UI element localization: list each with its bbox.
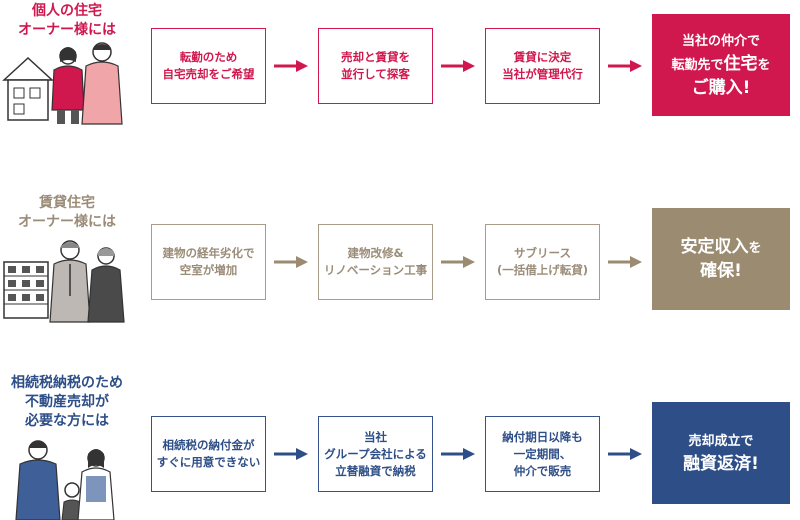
result-text-part: を <box>757 58 771 73</box>
result-text-emphasis: 確保! <box>700 261 742 281</box>
step-text: 相続税の納付金が <box>162 438 255 452</box>
row-title: 個人の住宅 オーナー様には <box>2 2 132 40</box>
step-text: 自宅売却をご希望 <box>162 67 255 81</box>
step-text: 当社が管理代行 <box>502 67 583 81</box>
step-text: (一括借上げ転貸) <box>496 263 588 277</box>
result-text-emphasis: 住宅 <box>723 54 758 74</box>
step-text: 納付期日以降も <box>502 429 583 444</box>
row-title: 賃貸住宅 オーナー様には <box>2 194 132 232</box>
arrow-right-icon <box>274 256 308 268</box>
row-title-line: 賃貸住宅 <box>39 195 95 211</box>
result-text: 売却成立で <box>688 434 754 449</box>
rental-owner-couple-illustration <box>3 240 125 323</box>
step-box: 相続税の納付金が すぐに用意できない <box>151 416 266 492</box>
result-text-emphasis: 融資返済! <box>683 454 759 474</box>
step-text: すぐに用意できない <box>156 455 261 469</box>
row-title-line: 不動産売却が <box>25 394 109 410</box>
row-title: 相続税納税のため 不動産売却が 必要な方には <box>2 374 132 431</box>
step-text: 立替融資で納税 <box>335 463 416 478</box>
result-box: 安定収入を 確保! <box>652 208 790 310</box>
step-box: 売却と賃貸を 並行して探客 <box>318 28 433 104</box>
step-text: 建物改修& <box>347 246 404 260</box>
step-text: 売却と賃貸を <box>341 50 410 64</box>
result-text: 安定収入を <box>680 236 761 260</box>
row-title-line: 相続税納税のため <box>11 375 123 391</box>
result-text: 当社の仲介で <box>681 34 760 49</box>
step-box: 建物の経年劣化で 空室が増加 <box>151 224 266 300</box>
result-text: 転勤先で住宅を <box>671 53 770 77</box>
flow-row-rental-owner: 賃貸住宅 オーナー様には 建物の経年劣化で 空室が増加 建物改修& リノベーショ… <box>0 180 800 340</box>
step-box: 建物改修& リノベーション工事 <box>318 224 433 300</box>
arrow-right-icon <box>608 256 642 268</box>
result-text-emphasis: ご購入! <box>691 78 751 98</box>
row-title-line: 必要な方には <box>25 413 109 429</box>
step-text: 建物の経年劣化で <box>162 246 255 260</box>
arrow-right-icon <box>441 448 475 460</box>
step-text: 空室が増加 <box>179 263 238 277</box>
arrow-right-icon <box>441 256 475 268</box>
step-box: 納付期日以降も 一定期間、 仲介で販売 <box>485 416 600 492</box>
result-box: 売却成立で 融資返済! <box>652 402 790 504</box>
step-text: 仲介で販売 <box>513 463 572 478</box>
flow-row-inheritance: 相続税納税のため 不動産売却が 必要な方には 相続税の納付金が すぐに用意できな… <box>0 360 800 520</box>
step-box: サブリース (一括借上げ転貸) <box>485 224 600 300</box>
result-text-part: 転勤先で <box>671 58 724 73</box>
row-title-line: オーナー様には <box>18 214 116 230</box>
row-title-line: オーナー様には <box>18 22 116 38</box>
step-text: グループ会社による <box>324 446 427 461</box>
family-illustration <box>15 440 115 520</box>
step-text: 賃貸に決定 <box>513 50 572 64</box>
arrow-right-icon <box>274 60 308 72</box>
step-text: 一定期間、 <box>513 446 572 461</box>
row-title-line: 個人の住宅 <box>32 3 102 19</box>
step-text: サブリース <box>514 246 571 260</box>
step-box: 賃貸に決定 当社が管理代行 <box>485 28 600 104</box>
step-box: 転勤のため 自宅売却をご希望 <box>151 28 266 104</box>
arrow-right-icon <box>274 448 308 460</box>
step-text: 当社 <box>364 429 387 444</box>
arrow-right-icon <box>608 60 642 72</box>
step-text: リノベーション工事 <box>323 263 428 277</box>
result-text-part: を <box>748 241 762 256</box>
step-text: 並行して探客 <box>341 67 410 81</box>
arrow-right-icon <box>441 60 475 72</box>
flow-row-homeowner: 個人の住宅 オーナー様には 転勤のため 自宅売却をご希望 売却と賃貸を 並行して… <box>0 0 800 160</box>
result-box: 当社の仲介で 転勤先で住宅を ご購入! <box>652 14 790 116</box>
result-text-emphasis: 安定収入 <box>680 237 749 257</box>
step-text: 転勤のため <box>179 50 238 64</box>
step-box: 当社 グループ会社による 立替融資で納税 <box>318 416 433 492</box>
arrow-right-icon <box>608 448 642 460</box>
homeowner-family-illustration <box>2 42 123 125</box>
